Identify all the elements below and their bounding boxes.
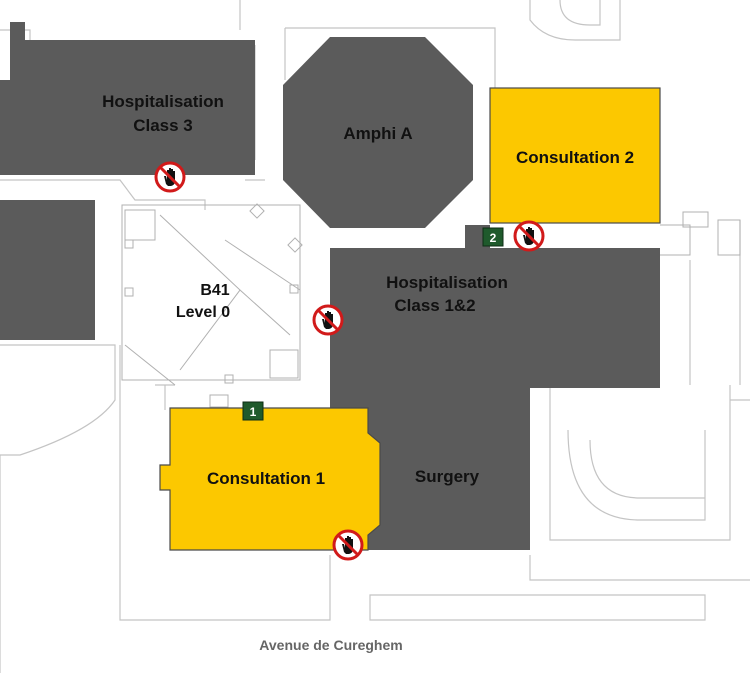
hospitalisation-class-1-2-label-line1: Hospitalisation (386, 273, 508, 292)
no-entry-icon (154, 161, 186, 193)
hospitalisation-class-1-2-building (330, 248, 660, 550)
hospitalisation-class-1-2-label-line2: Class 1&2 (394, 296, 475, 315)
consultation-2-label: Consultation 2 (516, 148, 634, 167)
no-entry-icon (312, 304, 344, 336)
entrance-1-number: 1 (250, 405, 257, 419)
hospitalisation-class-3-building (0, 22, 255, 175)
entrance-2-number: 2 (490, 231, 497, 245)
surgery-label: Surgery (415, 467, 480, 486)
street-name-label: Avenue de Cureghem (259, 637, 402, 653)
consultation-2-building (489, 87, 661, 224)
consultation-1-building (159, 407, 381, 551)
b41-building (121, 203, 303, 408)
no-entry-icon (513, 220, 545, 252)
west-building (0, 200, 95, 340)
amphi-a-building (283, 37, 473, 228)
no-entry-icon (332, 529, 364, 561)
entrance-1-marker[interactable]: 1 (242, 401, 264, 421)
hospitalisation-class-3-label-line2: Class 3 (133, 116, 193, 135)
consultation-1-label: Consultation 1 (207, 469, 325, 488)
b41-label-line1: B41 (200, 282, 229, 299)
amphi-a-label: Amphi A (343, 124, 412, 143)
entrance-2-marker[interactable]: 2 (482, 227, 504, 247)
b41-label-line2: Level 0 (176, 304, 230, 321)
hospitalisation-class-3-label-line1: Hospitalisation (102, 92, 224, 111)
